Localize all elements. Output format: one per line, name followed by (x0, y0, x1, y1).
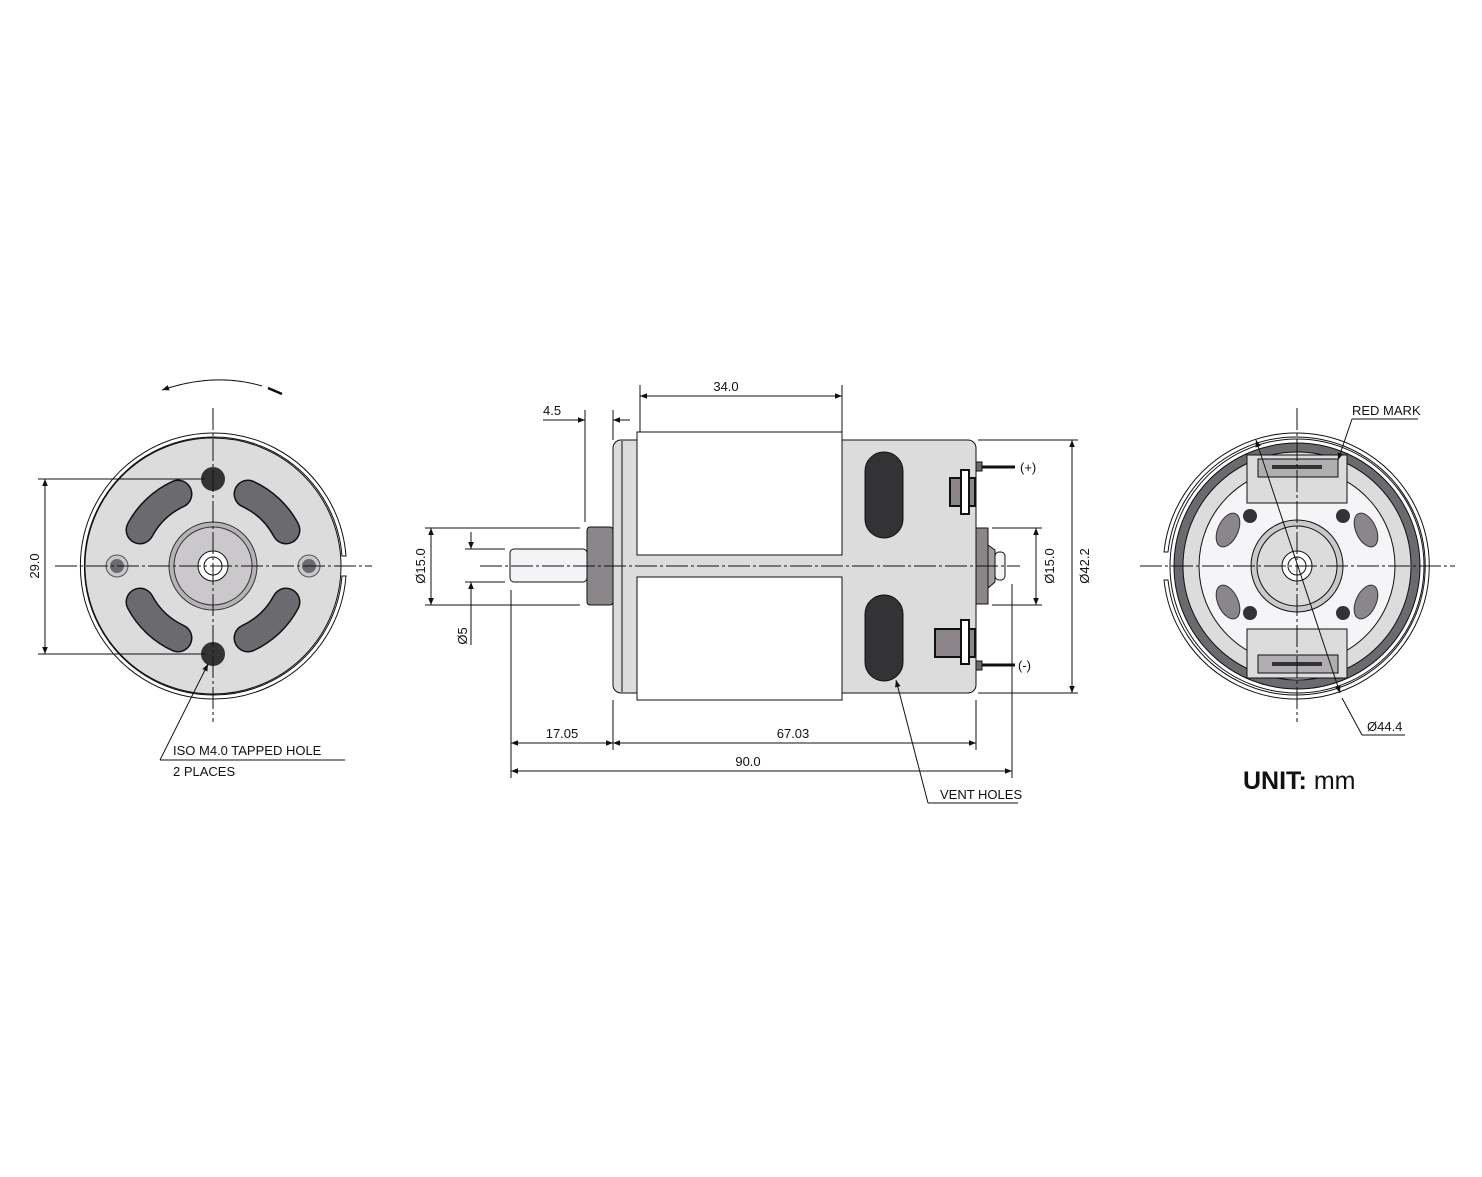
terminal-negative-label: (-) (1018, 658, 1031, 673)
dim-magnet-length: 34.0 (713, 379, 738, 394)
terminal-positive-label: (+) (1020, 460, 1036, 475)
side-view: (+) (-) 34.0 4.5 Ø15.0 Ø5 Ø15.0 Ø42. (413, 379, 1092, 804)
terminal-positive (949, 461, 1015, 515)
dim-body-dia: Ø42.2 (1077, 548, 1092, 583)
dim-rear-boss-dia: Ø15.0 (1042, 548, 1057, 583)
tapped-hole-bottom (201, 642, 225, 666)
dim-front-boss-dia: Ø15.0 (413, 548, 428, 583)
front-slots (125, 479, 301, 653)
dim-outer-dia: Ø44.4 (1367, 719, 1402, 734)
dim-front-offset: 4.5 (543, 403, 561, 418)
red-mark-label: RED MARK (1352, 403, 1421, 418)
terminal-negative (934, 619, 1015, 671)
tapped-hole-label: ISO M4.0 TAPPED HOLE (173, 743, 322, 758)
tapped-hole-qty: 2 PLACES (173, 764, 235, 779)
unit-label: UNIT: mm (1243, 767, 1356, 795)
magnet-bottom (636, 576, 843, 701)
dim-total-length: 90.0 (735, 754, 760, 769)
front-view: 29.0 ISO M4.0 TAPPED HOLE 2 PLACES (27, 379, 372, 779)
magnet-top (636, 431, 843, 556)
vent-hole-top (864, 451, 904, 539)
dim-shaft-length: 17.05 (546, 726, 579, 741)
dim-body-length: 67.03 (777, 726, 810, 741)
rear-view: Ø44.4 RED MARK UNIT: mm (1140, 403, 1455, 795)
vent-hole-bottom (864, 594, 904, 682)
dim-shaft-dia: Ø5 (455, 627, 470, 644)
vent-holes-label: VENT HOLES (940, 787, 1022, 802)
front-outer-housing (79, 432, 347, 700)
dim-hole-spacing: 29.0 (27, 553, 42, 578)
rotation-arrow-icon (161, 379, 283, 396)
